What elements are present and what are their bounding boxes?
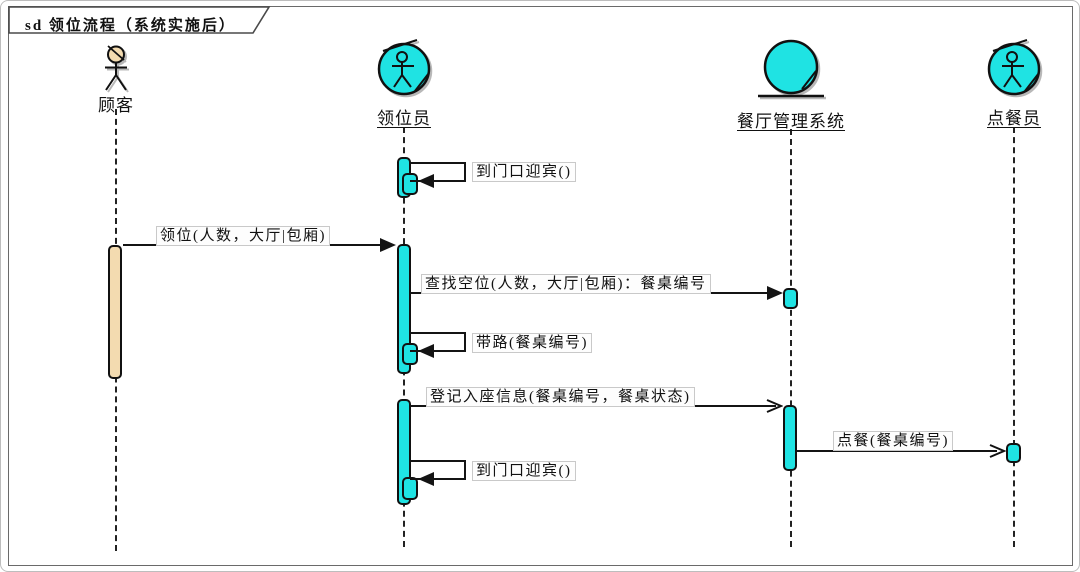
lifeline-label-customer: 顾客 bbox=[98, 96, 134, 115]
arrowhead-solid-icon bbox=[418, 472, 434, 486]
message-label: 领位(人数，大厅|包厢) bbox=[156, 226, 330, 246]
diagram-title-tab: sd 领位流程（系统实施后） bbox=[8, 6, 280, 34]
message-label: 到门口迎宾() bbox=[472, 162, 576, 182]
message-self-welcome-2 bbox=[410, 460, 466, 480]
lifeline-label-waiter: 点餐员 bbox=[987, 109, 1041, 128]
message-line-order bbox=[797, 450, 997, 452]
arrowhead-open-icon bbox=[765, 398, 784, 419]
message-label: 查找空位(人数，大厅|包厢)：餐桌编号 bbox=[421, 274, 711, 294]
message-label: 到门口迎宾() bbox=[472, 461, 576, 481]
diagram-frame bbox=[8, 6, 1073, 566]
lifeline-waiter bbox=[1013, 127, 1015, 547]
lifeline-label-system: 餐厅管理系统 bbox=[737, 112, 845, 131]
activation-host-1-nested bbox=[402, 173, 418, 195]
message-label: 带路(餐桌编号) bbox=[472, 333, 592, 353]
activation-host-2-nested bbox=[402, 343, 418, 365]
activation-host-2 bbox=[397, 244, 411, 374]
activation-waiter bbox=[1006, 443, 1021, 463]
lifeline-label-host: 领位员 bbox=[377, 109, 431, 128]
message-self-lead-way bbox=[410, 332, 466, 352]
arrowhead-solid-icon bbox=[418, 174, 434, 188]
activation-customer bbox=[108, 245, 122, 379]
activation-system-register bbox=[783, 405, 797, 471]
message-label: 点餐(餐桌编号) bbox=[833, 431, 953, 451]
title-tab-shape bbox=[8, 6, 271, 34]
agent-icon bbox=[983, 37, 1045, 99]
arrowhead-solid-icon bbox=[767, 286, 783, 300]
entity-icon bbox=[755, 37, 827, 101]
agent-icon bbox=[373, 37, 435, 99]
activation-host-3-nested bbox=[402, 477, 418, 500]
activation-system-lookup bbox=[783, 288, 798, 309]
arrowhead-solid-icon bbox=[380, 238, 396, 252]
message-label: 登记入座信息(餐桌编号，餐桌状态) bbox=[426, 387, 695, 407]
actor-icon bbox=[94, 45, 138, 93]
arrowhead-solid-icon bbox=[418, 344, 434, 358]
message-self-welcome-1 bbox=[410, 162, 466, 182]
arrowhead-open-icon bbox=[988, 443, 1007, 464]
diagram-title: sd 领位流程（系统实施后） bbox=[25, 18, 236, 34]
lifeline-system bbox=[790, 129, 792, 547]
